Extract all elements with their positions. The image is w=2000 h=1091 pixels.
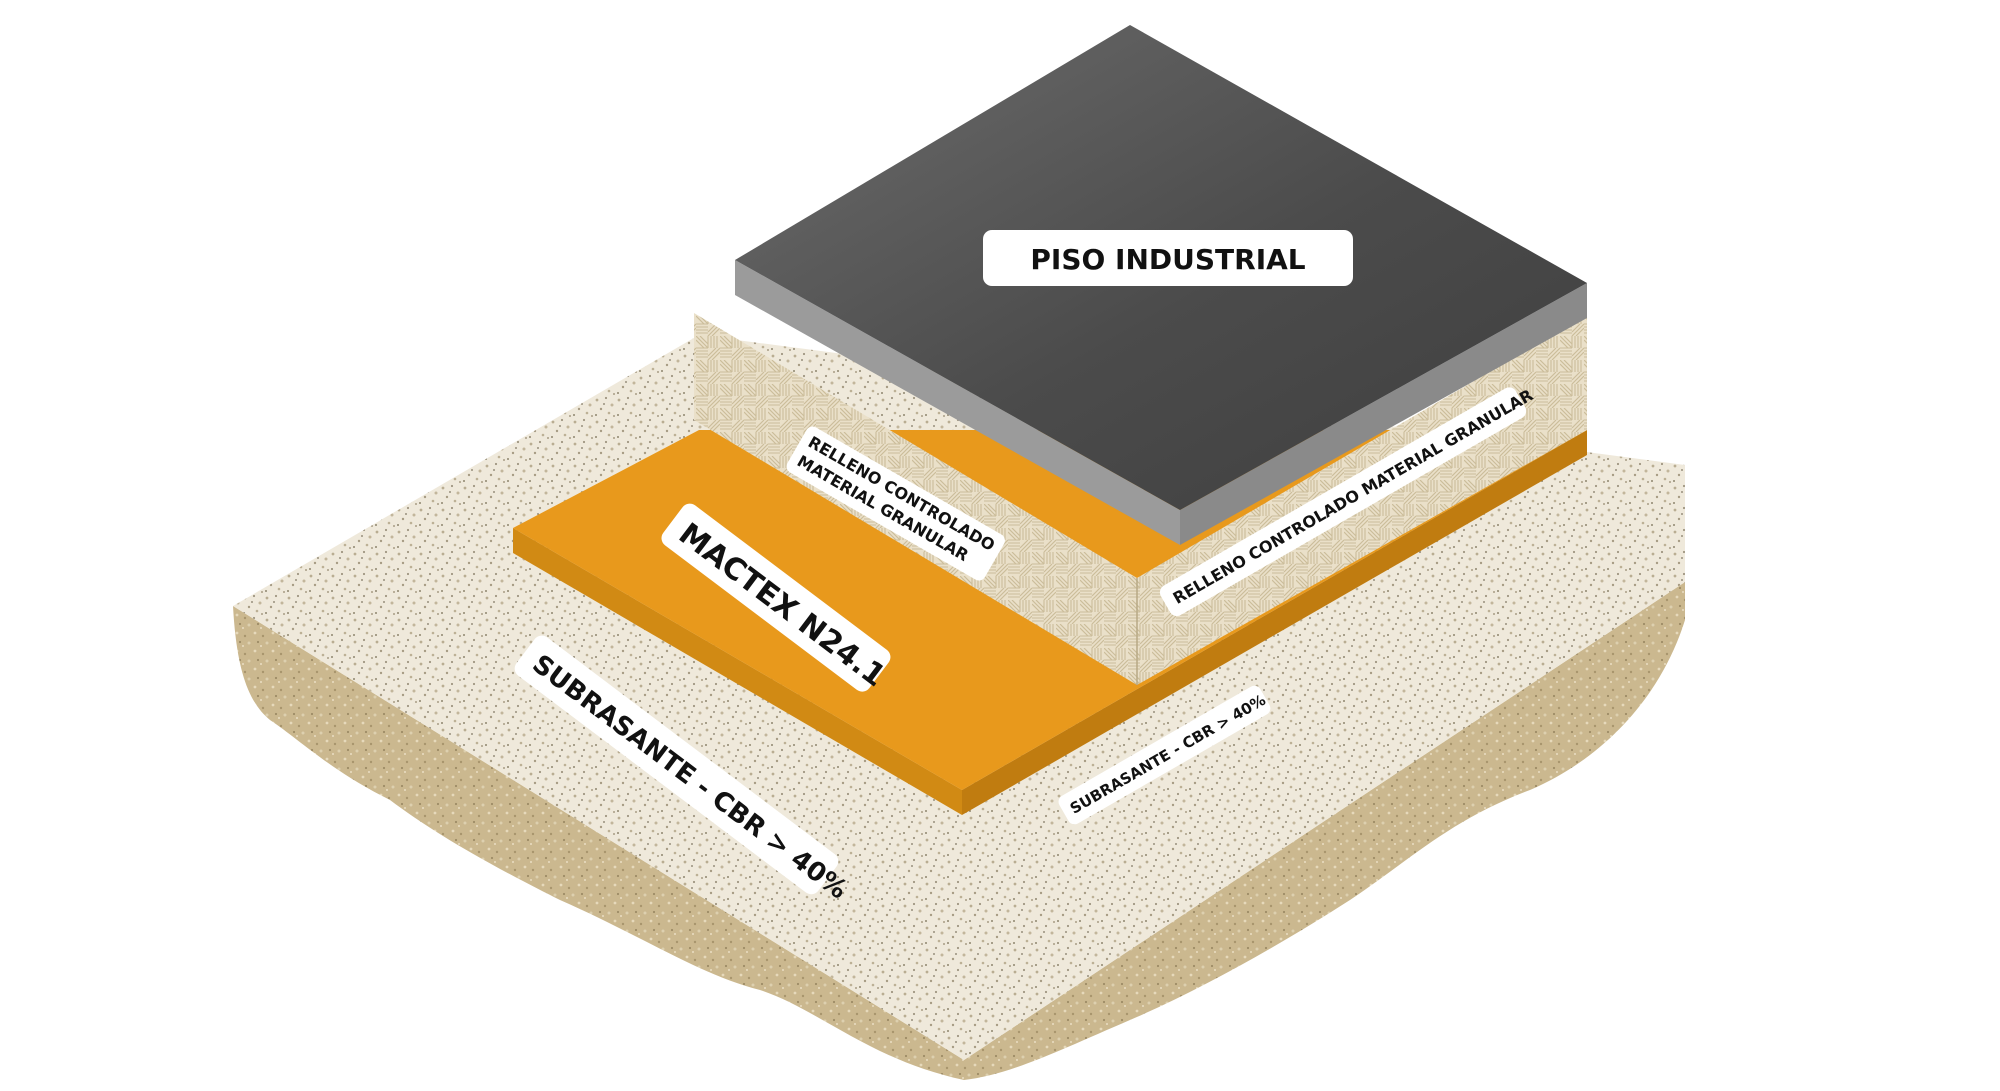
floor-front-edge [735, 260, 1180, 545]
floor-side-edge [1180, 283, 1587, 545]
floor-label-text: PISO INDUSTRIAL [1030, 243, 1305, 276]
soil-side-face [964, 582, 1685, 1080]
geotextile-side-edge [962, 430, 1587, 815]
soil-front-face [233, 606, 964, 1080]
floor-label: PISO INDUSTRIAL [983, 230, 1353, 286]
geotextile-front-edge [513, 528, 962, 815]
